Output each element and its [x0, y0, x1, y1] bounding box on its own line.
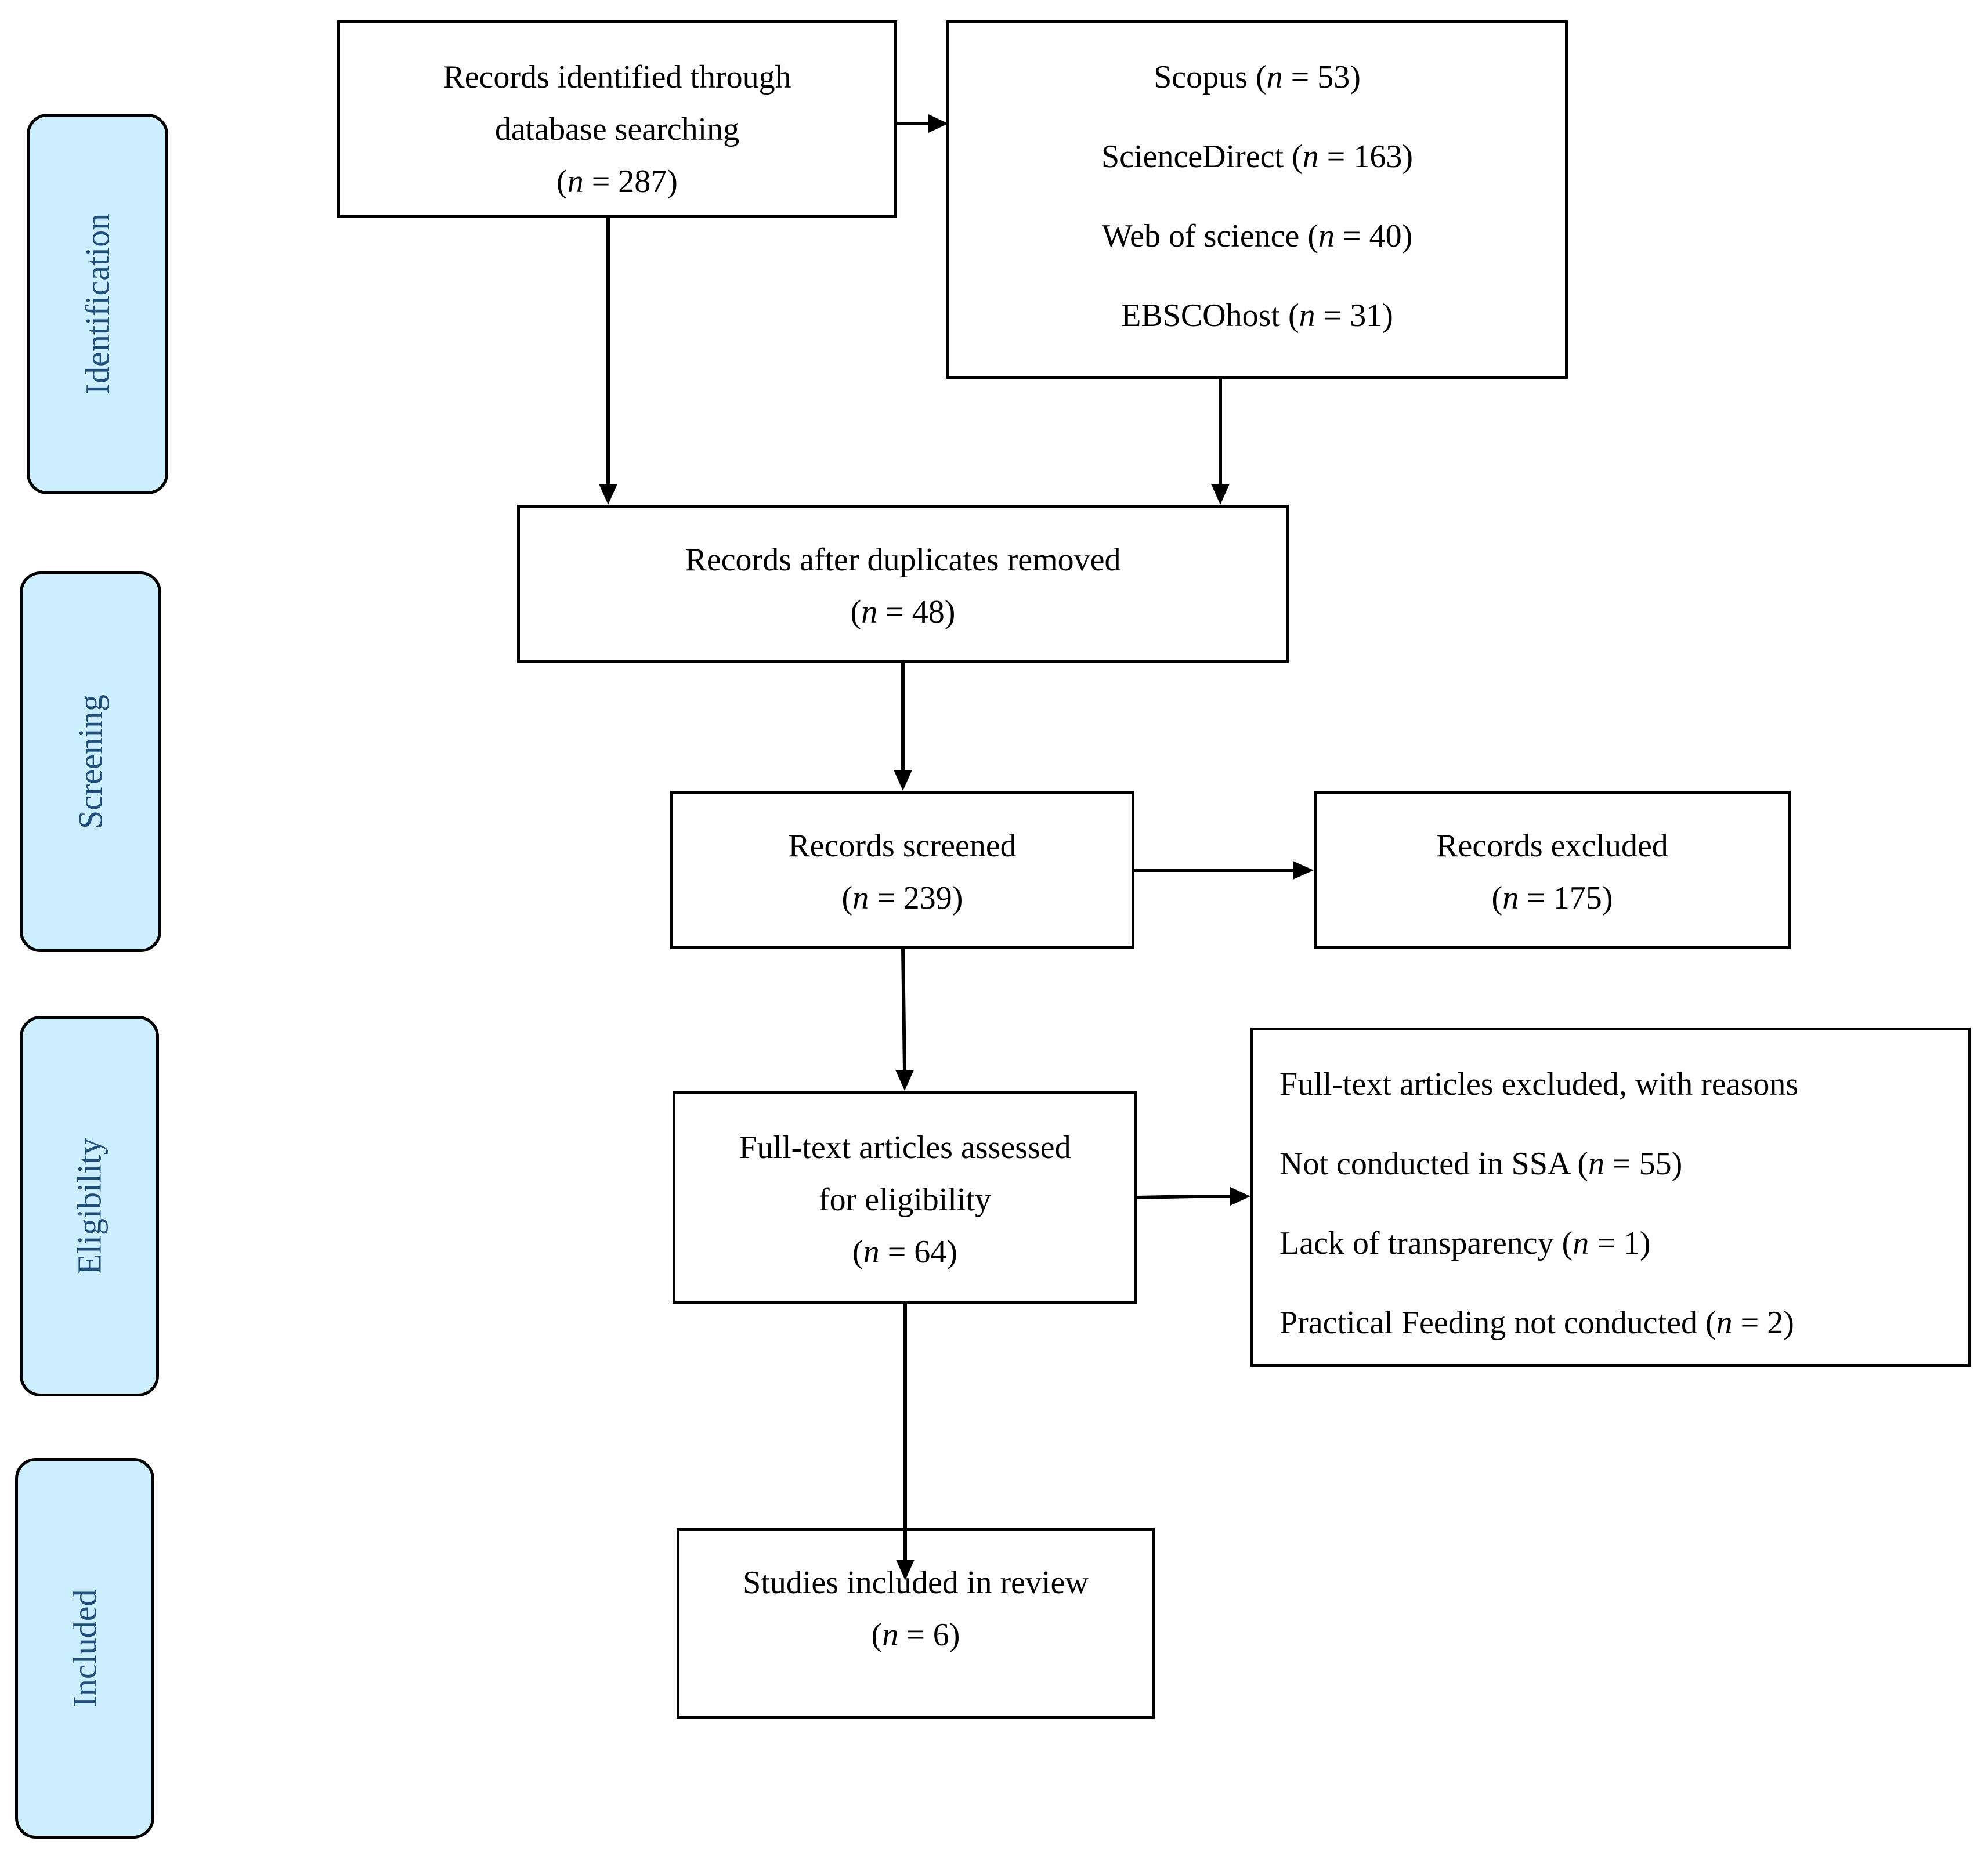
records-identified-count: (n = 287): [556, 164, 678, 200]
fulltext-excluded-box: Full-text articles excluded, with reason…: [1250, 1028, 1971, 1367]
source-web-of-science: Web of science (n = 40): [1101, 218, 1413, 254]
records-excluded-box: Records excluded (n = 175): [1314, 791, 1791, 949]
fulltext-assessed-line2: for eligibility: [818, 1182, 992, 1218]
stage-screening: Screening: [20, 571, 161, 952]
arrowhead-fulltext-to-included: [896, 1560, 915, 1580]
arrow-fulltext-to-excluded: [1137, 1195, 1231, 1199]
records-identified-box: Records identified through database sear…: [337, 20, 897, 218]
studies-included-line1: Studies included in review: [743, 1565, 1089, 1601]
database-sources-box: Scopus (n = 53) ScienceDirect (n = 163) …: [946, 20, 1568, 379]
arrowhead-identified-to-deduplicated: [599, 484, 617, 505]
arrow-screened-to-fulltext: [901, 949, 906, 1072]
records-identified-line2: database searching: [494, 111, 740, 147]
stage-included: Included: [15, 1458, 154, 1839]
records-screened-line1: Records screened: [788, 828, 1017, 864]
records-deduplicated-box: Records after duplicates removed (n = 48…: [517, 505, 1289, 663]
records-excluded-count: (n = 175): [1491, 880, 1613, 916]
records-screened-box: Records screened (n = 239): [670, 791, 1134, 949]
arrowhead-deduplicated-to-screened: [894, 770, 912, 791]
studies-included-count: (n = 6): [871, 1617, 960, 1653]
records-identified-line1: Records identified through: [443, 59, 791, 95]
fulltext-assessed-count: (n = 64): [852, 1234, 957, 1270]
studies-included-box: Studies included in review (n = 6): [677, 1528, 1155, 1719]
fulltext-assessed-line1: Full-text articles assessed: [739, 1130, 1071, 1166]
reason-not-conducted-in-ssa: Not conducted in SSA (n = 55): [1279, 1146, 1683, 1182]
stage-eligibility: Eligibility: [20, 1016, 159, 1396]
source-scopus: Scopus (n = 53): [1154, 59, 1361, 95]
records-screened-count: (n = 239): [841, 880, 963, 916]
reason-lack-of-transparency: Lack of transparency (n = 1): [1279, 1225, 1651, 1261]
source-ebscohost: EBSCOhost (n = 31): [1121, 298, 1393, 334]
stage-identification: Identification: [27, 114, 168, 494]
records-excluded-line1: Records excluded: [1436, 828, 1668, 864]
records-deduplicated-count: (n = 48): [850, 594, 956, 630]
arrowhead-screened-to-excluded: [1293, 861, 1314, 880]
fulltext-assessed-box: Full-text articles assessed for eligibil…: [673, 1091, 1137, 1304]
reason-practical-feeding-not-conducted: Practical Feeding not conducted (n = 2): [1279, 1305, 1794, 1341]
records-deduplicated-line1: Records after duplicates removed: [685, 542, 1121, 578]
arrowhead-identified-to-sources: [928, 114, 948, 133]
arrowhead-screened-to-fulltext: [895, 1070, 914, 1091]
source-sciencedirect: ScienceDirect (n = 163): [1101, 139, 1413, 175]
arrowhead-sources-to-deduplicated: [1211, 484, 1230, 505]
arrowhead-fulltext-to-excluded: [1230, 1187, 1250, 1206]
fulltext-excluded-heading: Full-text articles excluded, with reason…: [1279, 1066, 1799, 1102]
